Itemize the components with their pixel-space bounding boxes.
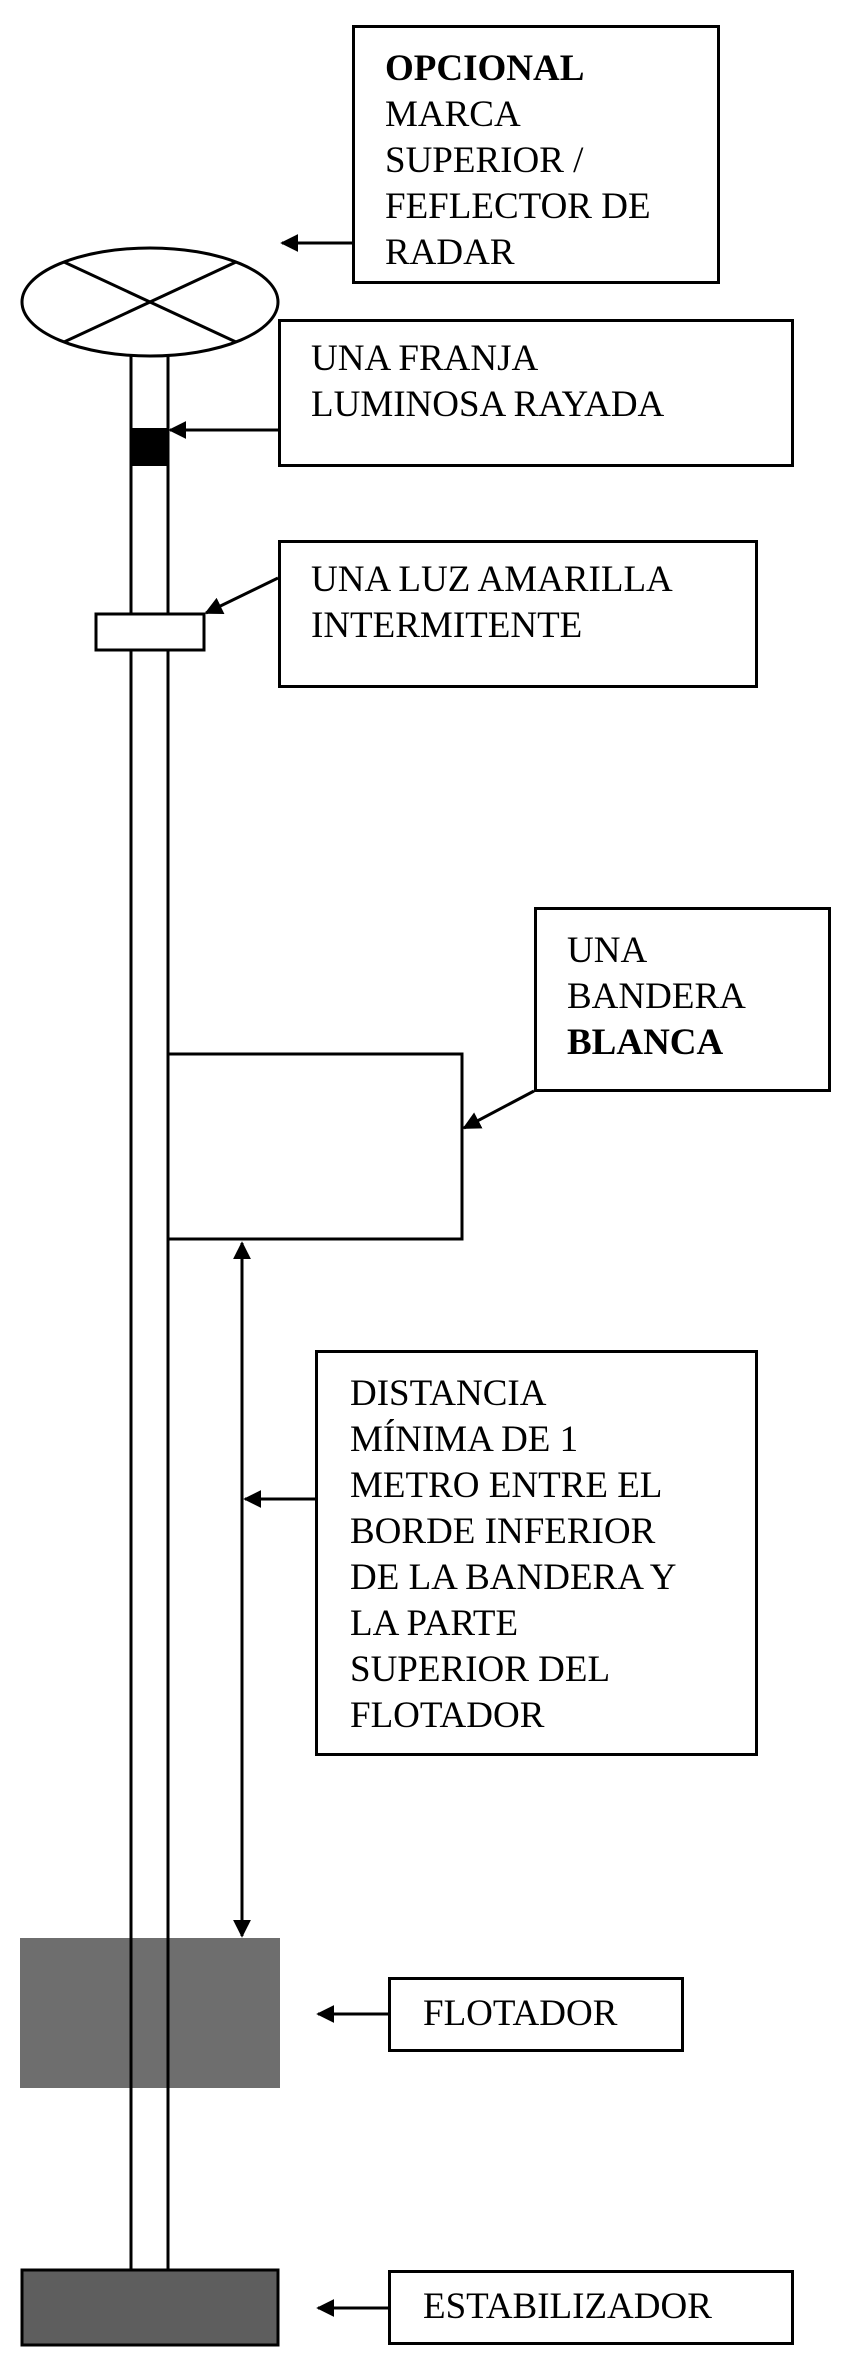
bandera-line: UNA	[567, 930, 648, 971]
float-body	[20, 1938, 280, 2088]
label-stabilizer: ESTABILIZADOR	[388, 2270, 794, 2345]
label-white-flag: UNA BANDERA BLANCA	[534, 907, 831, 1092]
flotador-text: FLOTADOR	[423, 1993, 618, 2034]
flashing-light	[94, 612, 206, 652]
opcional-line: RADAR	[385, 232, 515, 273]
label-flashing-light: UNA LUZ AMARILLA INTERMITENTE	[278, 540, 758, 688]
estabilizador-text: ESTABILIZADOR	[423, 2286, 712, 2327]
distancia-line: LA PARTE	[350, 1603, 519, 1644]
top-mark-radar-reflector	[20, 246, 280, 358]
distancia-line: DE LA BANDERA Y	[350, 1557, 677, 1598]
label-luminous-stripe: UNA FRANJA LUMINOSA RAYADA	[278, 319, 794, 467]
opcional-line: SUPERIOR /	[385, 140, 584, 181]
luminous-stripe	[131, 428, 168, 466]
arrow-bandera	[462, 1089, 535, 1130]
bandera-bold-text: BLANCA	[567, 1022, 724, 1063]
franja-line: LUMINOSA RAYADA	[311, 384, 665, 425]
stabilizer-body	[20, 2268, 280, 2347]
franja-line: UNA FRANJA	[311, 338, 539, 379]
opcional-bold-text: OPCIONAL	[385, 48, 585, 89]
arrow-luz	[204, 576, 279, 615]
distancia-line: DISTANCIA	[350, 1373, 547, 1414]
opcional-line: MARCA	[385, 94, 521, 135]
opcional-line: FEFLECTOR DE	[385, 186, 651, 227]
label-float: FLOTADOR	[388, 1977, 684, 2052]
bandera-line: BANDERA	[567, 976, 746, 1017]
distancia-line: MÍNIMA DE 1	[350, 1419, 579, 1460]
label-minimum-distance: DISTANCIA MÍNIMA DE 1 METRO ENTRE EL BOR…	[315, 1350, 758, 1756]
distancia-line: FLOTADOR	[350, 1695, 545, 1736]
label-opcional-radar-reflector: OPCIONAL MARCA SUPERIOR / FEFLECTOR DE R…	[352, 25, 720, 284]
luz-line: INTERMITENTE	[311, 605, 583, 646]
distancia-line: METRO ENTRE EL	[350, 1465, 663, 1506]
distancia-line: BORDE INFERIOR	[350, 1511, 656, 1552]
luz-line: UNA LUZ AMARILLA	[311, 559, 673, 600]
distancia-line: SUPERIOR DEL	[350, 1649, 611, 1690]
white-flag	[166, 1052, 464, 1241]
